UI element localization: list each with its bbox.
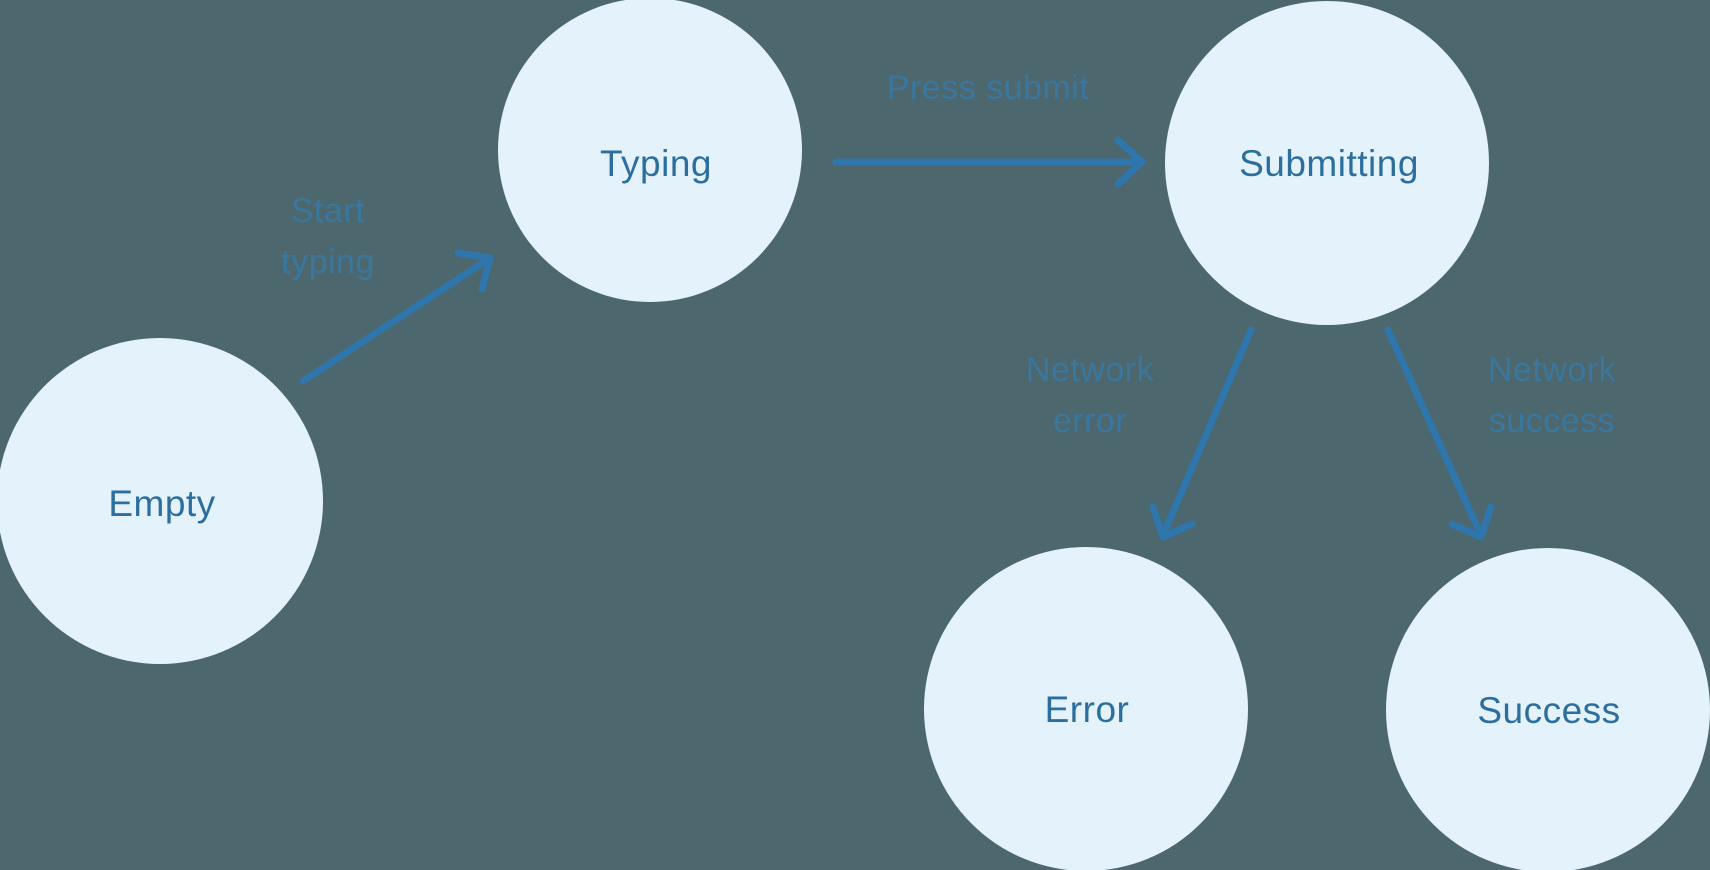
state-node-typing: Typing <box>498 0 802 302</box>
state-node-error: Error <box>924 547 1248 870</box>
state-circle-empty <box>0 338 323 664</box>
arrowhead-icon <box>454 249 494 293</box>
state-label-error: Error <box>1045 689 1130 730</box>
edge-start-typing-line <box>299 256 491 385</box>
edge-label-start-typing-line1: Start <box>291 192 365 230</box>
state-node-success: Success <box>1386 548 1710 870</box>
arrowhead-icon <box>1114 136 1146 188</box>
state-node-empty: Empty <box>0 338 323 664</box>
edge-label-press-submit: Press submit <box>887 69 1090 107</box>
state-circle-success <box>1386 548 1710 870</box>
edge-label-network-success-line2: success <box>1489 402 1615 440</box>
state-label-submitting: Submitting <box>1239 143 1419 184</box>
state-node-submitting: Submitting <box>1165 1 1489 325</box>
state-circle-typing <box>498 0 802 302</box>
edge-label-network-error-line2: error <box>1053 402 1127 440</box>
edge-network-error-line <box>1160 326 1255 537</box>
edge-press-submit: Press submit <box>832 69 1146 188</box>
state-label-success: Success <box>1477 690 1620 731</box>
state-circle-error <box>924 547 1248 870</box>
edge-label-start-typing-line2: typing <box>281 243 375 281</box>
state-circle-submitting <box>1165 1 1489 325</box>
edge-start-typing: Start typing <box>281 192 494 385</box>
edge-network-success-line <box>1384 326 1484 537</box>
arrowhead-icon <box>1448 503 1495 541</box>
state-label-empty: Empty <box>108 483 215 524</box>
edge-label-network-error-line1: Network <box>1026 351 1155 389</box>
edge-label-network-success-line1: Network <box>1488 351 1617 389</box>
edge-network-error: Network error <box>1026 326 1255 541</box>
arrowhead-icon <box>1149 503 1196 541</box>
state-label-typing: Typing <box>600 143 712 184</box>
edge-network-success: Network success <box>1384 326 1617 541</box>
